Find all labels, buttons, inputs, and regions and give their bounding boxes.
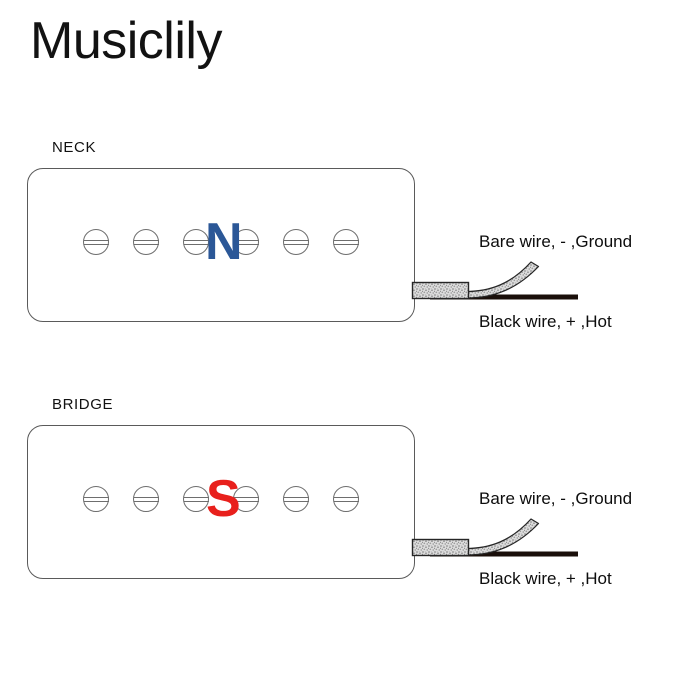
pole-gap — [159, 499, 183, 500]
polarity-letter-bridge: S — [206, 470, 241, 528]
bare-wire-label-bridge: Bare wire, - ,Ground — [479, 489, 633, 508]
pole-piece — [133, 229, 159, 255]
wire-assembly-bridge — [410, 515, 585, 575]
pole-gap — [109, 242, 133, 243]
cable-shield-block-neck — [411, 281, 470, 300]
black-wire-label-bridge: Black wire, + ,Hot — [479, 569, 612, 588]
pole-gap — [109, 499, 133, 500]
section-label-bridge: BRIDGE — [52, 396, 114, 413]
pole-gap — [309, 242, 333, 243]
polarity-letter-neck: N — [205, 213, 243, 271]
bare-wire-label-neck: Bare wire, - ,Ground — [479, 232, 633, 251]
pole-piece — [333, 486, 359, 512]
wire-assembly-neck — [410, 258, 585, 318]
pole-piece — [83, 486, 109, 512]
pole-piece-row-bridge — [83, 486, 359, 512]
pole-piece — [183, 486, 209, 512]
pole-gap — [259, 499, 283, 500]
bare-wire-bridge — [465, 518, 540, 556]
pole-piece — [283, 486, 309, 512]
brand-title: Musiclily — [30, 12, 222, 70]
pole-piece — [233, 229, 259, 255]
section-label-neck: NECK — [52, 139, 97, 156]
pole-gap — [259, 242, 283, 243]
pole-piece — [233, 486, 259, 512]
black-wire-neck — [430, 294, 578, 300]
bare-wire-neck — [465, 261, 540, 299]
pole-gap — [309, 499, 333, 500]
black-wire-bridge — [430, 551, 578, 557]
pole-piece — [133, 486, 159, 512]
pole-piece — [183, 229, 209, 255]
pole-piece — [333, 229, 359, 255]
pole-piece-row-neck — [83, 229, 359, 255]
black-wire-label-neck: Black wire, + ,Hot — [479, 312, 612, 331]
pole-piece — [83, 229, 109, 255]
cable-shield-block-bridge — [411, 538, 470, 557]
pole-piece — [283, 229, 309, 255]
pole-gap — [159, 242, 183, 243]
